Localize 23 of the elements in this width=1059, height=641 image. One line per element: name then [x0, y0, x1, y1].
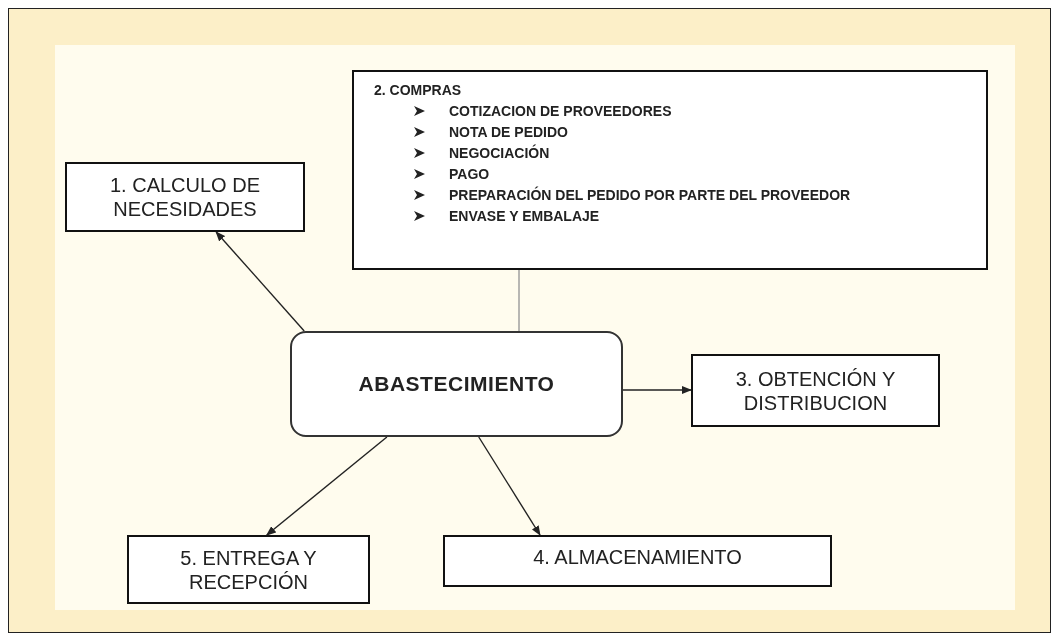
connector-line	[518, 269, 520, 332]
rounded-box	[290, 331, 623, 437]
process-box	[443, 535, 832, 587]
process-box	[65, 162, 305, 232]
node-label: 5. ENTREGA Y RECEPCIÓN	[179, 545, 318, 594]
node-label: 1. CALCULO DE NECESIDADES	[108, 173, 262, 221]
arrow	[215, 231, 305, 332]
list-item: PREPARACIÓN DEL PEDIDO POR PARTE DEL PROVEEDOR	[449, 185, 851, 205]
process-box	[691, 354, 940, 427]
arrow	[622, 386, 692, 394]
arrow	[478, 436, 541, 536]
node-label: 4. ALMACENAMIENTO	[533, 545, 742, 569]
list-item: ENVASE Y EMBALAJE	[449, 207, 600, 226]
arrow	[266, 436, 388, 536]
list-item: NEGOCIACIÓN	[449, 143, 550, 163]
process-box	[127, 535, 370, 604]
list-item: NOTA DE PEDIDO	[449, 123, 568, 142]
process-box	[352, 70, 988, 270]
list-item: PAGO	[449, 165, 490, 184]
box-heading: 2. COMPRAS	[374, 81, 463, 100]
node-label: ABASTECIMIENTO	[358, 371, 555, 398]
node-label: 3. OBTENCIÓN Y DISTRIBUCION	[734, 366, 897, 415]
list-item: COTIZACION DE PROVEEDORES	[449, 102, 672, 121]
